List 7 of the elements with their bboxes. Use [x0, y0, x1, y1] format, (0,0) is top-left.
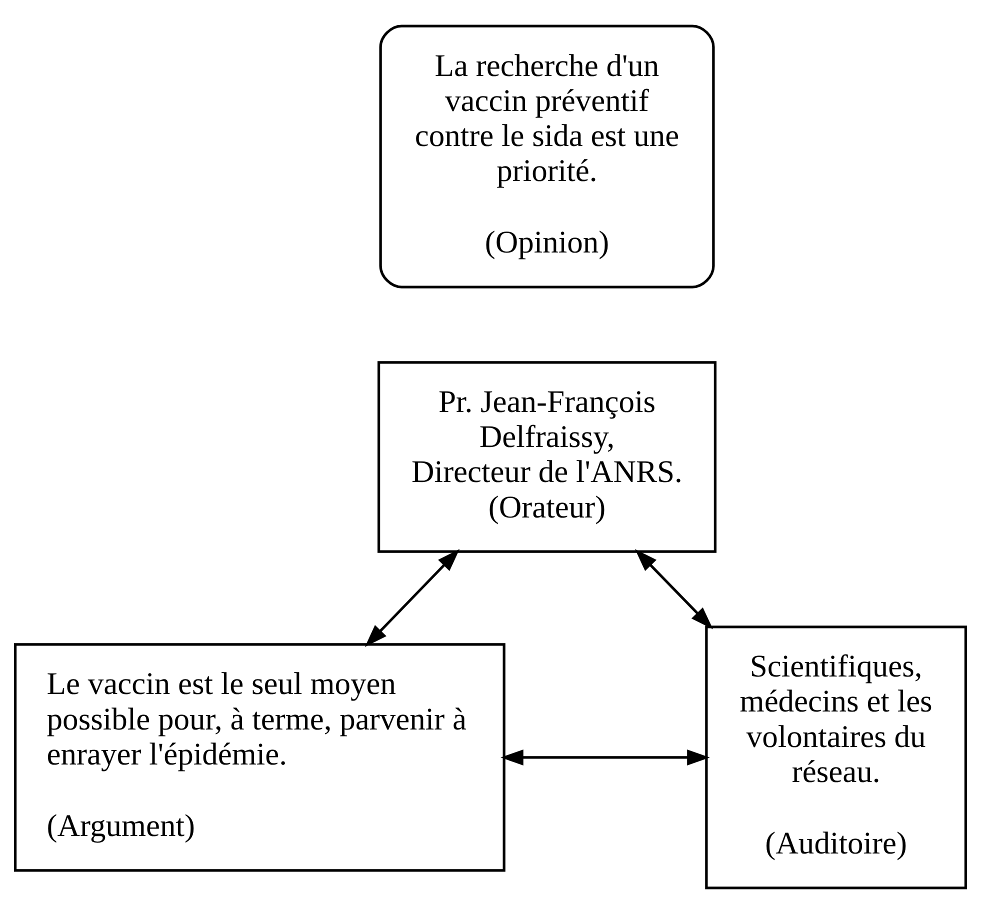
- node-box: Scientifiques, médecins et les volontaires du réseau. (Auditoire): [705, 625, 968, 889]
- arrow: [634, 548, 714, 629]
- node-box: La recherche d'un vaccin préventif contre le sida est une priorité. (Opinion): [379, 24, 715, 288]
- node-box: Pr. Jean-François Delfraissy, Directeur de l'ANRS. (Orateur): [378, 360, 717, 552]
- arrow: [364, 548, 460, 647]
- arrow: [500, 748, 710, 765]
- node-box: Le vaccin est le seul moyen possible pour, à terme, parvenir à enrayer l'épidémie. (Argument): [14, 642, 506, 872]
